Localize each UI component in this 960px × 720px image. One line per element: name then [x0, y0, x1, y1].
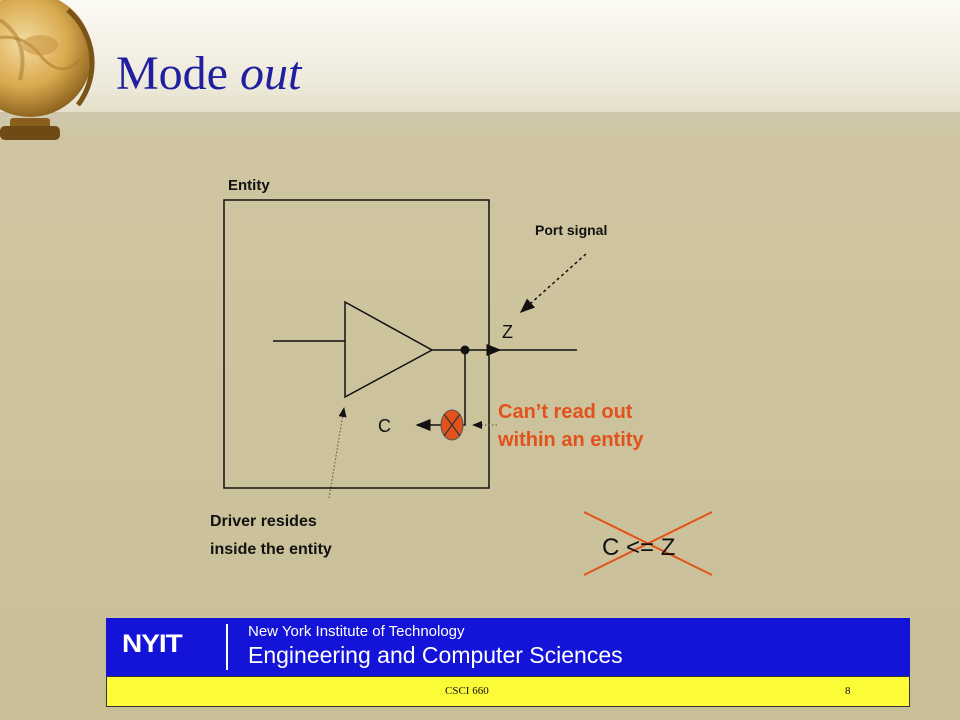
cross-line-2: [583, 511, 713, 576]
driver-pointer: [328, 407, 347, 499]
institution-name: New York Institute of Technology: [248, 623, 465, 640]
feedback-wire: [462, 350, 466, 426]
internal-signal-label: C: [378, 416, 391, 436]
nyit-logo: NYIT: [122, 629, 183, 658]
title-band-shadow: [0, 112, 960, 142]
footer-strip: CSCI 660 8: [106, 676, 910, 707]
warning-line-2: within an entity: [498, 429, 644, 451]
department-name: Engineering and Computer Sciences: [248, 642, 623, 668]
title-band: [0, 0, 960, 118]
entity-diagram: [223, 199, 713, 576]
port-signal-pointer: [519, 253, 587, 313]
slide-title: Mode out: [116, 46, 301, 101]
footer-band: NYIT New York Institute of Technology En…: [106, 618, 910, 676]
driver-buffer: [344, 300, 434, 399]
driver-note: Driver resides inside the entity: [210, 508, 332, 564]
title-main: Mode: [116, 47, 240, 100]
globe-icon: [0, 0, 95, 140]
footer-banner: NYIT New York Institute of Technology En…: [106, 618, 910, 707]
warning-note: Can’t read out within an entity: [498, 398, 644, 454]
warning-line-1: Can’t read out: [498, 401, 633, 423]
output-port-label: Z: [502, 322, 513, 342]
entity-label: Entity: [228, 177, 270, 194]
title-emphasis: out: [239, 47, 302, 100]
logo-divider: [226, 624, 228, 670]
course-code: CSCI 660: [445, 685, 489, 697]
port-signal-label: Port signal: [535, 222, 608, 238]
entity-box: [223, 199, 490, 489]
forbidden-statement: C <= Z: [602, 534, 676, 561]
driver-line-2: inside the entity: [210, 541, 332, 558]
driver-line-1: Driver resides: [210, 513, 317, 530]
page-number: 8: [845, 685, 851, 697]
